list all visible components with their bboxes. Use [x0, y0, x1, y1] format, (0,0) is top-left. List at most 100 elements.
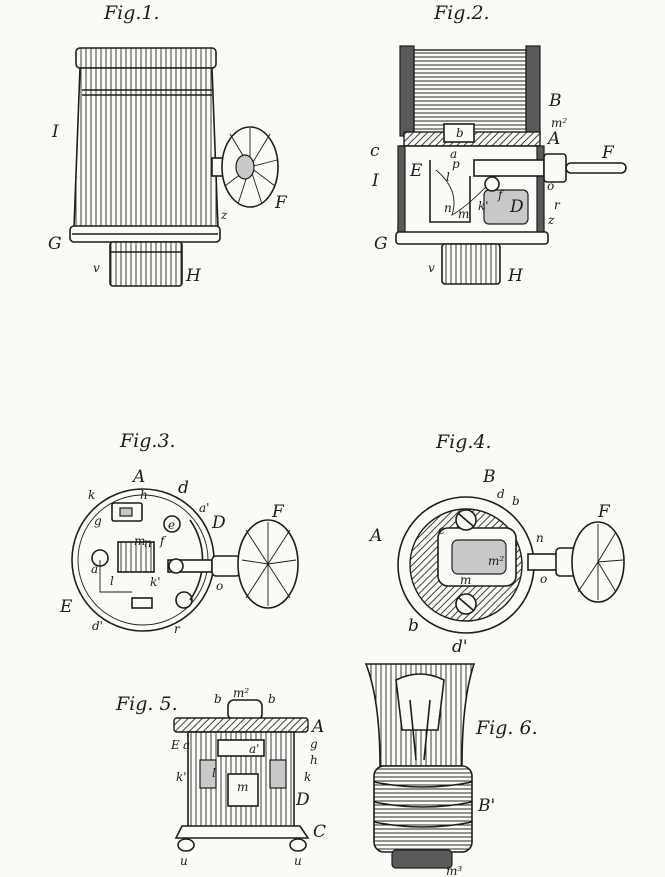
fig4-label-F: F — [597, 502, 611, 522]
fig4-label-A: A — [368, 526, 382, 546]
fig2-label-G: G — [374, 234, 388, 254]
fig5-label-k: k — [304, 770, 311, 784]
fig5-label-b-left: b — [214, 692, 222, 706]
fig1-shell-body — [73, 67, 219, 229]
figure-3: Fig.3. A k h d a' D F g e a n — [59, 430, 299, 636]
fig3-label-h: h — [140, 488, 148, 502]
fig3-title: Fig.3. — [119, 430, 176, 452]
fig2-label-m: m — [458, 207, 469, 221]
fig3-label-A: A — [131, 467, 145, 487]
fig5-title: Fig. 5. — [115, 693, 178, 715]
fig5-label-C: C — [313, 822, 326, 842]
fig3-label-m: m — [134, 534, 145, 548]
fig2-label-k-prime: k' — [478, 199, 489, 213]
fig4-label-d-prime: d' — [452, 637, 468, 657]
fig3-switch-block — [117, 541, 155, 573]
fig6-label-m3: m³ — [446, 864, 462, 877]
fig4-contact-plate — [451, 539, 507, 575]
fig1-cap-ring — [75, 47, 217, 69]
fig3-label-d: d — [178, 478, 189, 498]
fig1-label-z: z — [220, 208, 228, 222]
fig3-label-a-prime: a' — [199, 501, 209, 515]
fig1-label-v: v — [93, 261, 100, 275]
fig3-label-F: F — [271, 502, 285, 522]
fig2-label-E: E — [409, 161, 423, 181]
fig3-label-o: o — [216, 579, 223, 593]
fig5-label-l: l — [212, 766, 216, 780]
fig3-label-g: g — [94, 514, 102, 528]
fig4-label-d: d — [497, 487, 505, 501]
fig2-key-spindle — [473, 159, 545, 177]
fig1-label-H: H — [185, 266, 202, 286]
fig3-label-l: l — [110, 574, 114, 588]
fig2-label-f: f — [497, 188, 505, 202]
fig1-label-F: F — [274, 193, 288, 213]
fig2-label-b: b — [456, 126, 464, 140]
fig4-label-m: m — [460, 573, 471, 587]
fig2-nipple — [441, 243, 501, 285]
fig2-label-v: v — [428, 261, 435, 275]
fig5-top-plate — [173, 717, 309, 733]
fig1-nipple — [109, 241, 183, 287]
fig2-label-D: D — [509, 197, 524, 217]
fig3-label-d-prime: d' — [92, 619, 103, 633]
fig5-label-b-right: b — [268, 692, 276, 706]
fig5-label-D: D — [295, 790, 310, 810]
fig2-label-z: z — [547, 213, 555, 227]
fig2-title: Fig.2. — [433, 2, 490, 24]
fig3-label-k: k — [88, 488, 95, 502]
fig2-label-B: B — [548, 91, 562, 111]
fig6-label-B-prime: B' — [477, 796, 495, 816]
fig3-label-a: a — [91, 562, 98, 576]
fig4-label-c: c — [438, 523, 445, 537]
fig2-label-p: p — [452, 157, 460, 171]
fig3-label-e: e — [168, 518, 175, 532]
fig1-title: Fig.1. — [103, 2, 160, 24]
fig5-label-g: g — [310, 737, 318, 751]
fig4-title: Fig.4. — [435, 431, 492, 453]
fig2-label-r: r — [554, 198, 561, 212]
fig3-label-f: f — [159, 534, 167, 548]
fig4-label-b-top: b — [512, 494, 520, 508]
figure-4: Fig.4. B d b F A c n m m² o b d' — [368, 431, 625, 657]
fig5-label-m2: m² — [233, 686, 249, 700]
fig4-label-m2: m² — [488, 554, 504, 568]
fig2-label-o: o — [547, 179, 554, 193]
fig5-label-a: a — [183, 738, 190, 752]
fig6-screw-base — [373, 765, 473, 853]
fig3-label-r: r — [174, 622, 181, 636]
fig6-contact-tip — [391, 849, 453, 869]
figure-6: Fig. 6. B' m³ — [364, 663, 538, 877]
fig2-thread-shell — [413, 49, 527, 135]
fig5-label-u-left: u — [180, 854, 188, 868]
fig2-label-c: c — [370, 141, 380, 161]
fig5-label-h: h — [310, 753, 318, 767]
fig3-label-D: D — [211, 513, 226, 533]
fig4-label-o: o — [540, 572, 547, 586]
fig5-label-k-prime: k' — [176, 770, 187, 784]
fig3-label-E: E — [59, 597, 73, 617]
fig2-label-H: H — [507, 266, 524, 286]
fig2-label-F: F — [601, 143, 615, 163]
fig2-label-I: I — [371, 171, 379, 191]
fig2-label-a: a — [450, 147, 457, 161]
fig5-label-a-prime: a' — [249, 742, 259, 756]
fig5-label-E: E — [170, 738, 180, 752]
fig4-label-B: B — [482, 467, 496, 487]
fig2-label-A: A — [546, 129, 560, 149]
fig3-label-k-prime: k' — [150, 575, 161, 589]
fig3-label-n: n — [144, 536, 152, 550]
fig5-label-m: m — [237, 780, 248, 794]
fig2-label-m2: m² — [551, 116, 567, 130]
fig1-label-I: I — [51, 122, 59, 142]
figure-1: Fig.1. I G F z v H — [48, 2, 288, 287]
fig6-title: Fig. 6. — [475, 717, 538, 739]
fig1-label-G: G — [48, 234, 62, 254]
fig2-label-n: n — [444, 201, 452, 215]
fig4-label-n: n — [536, 531, 544, 545]
fig4-label-b-bottom: b — [408, 616, 419, 636]
fig5-label-u-right: u — [294, 854, 302, 868]
figure-2: Fig.2. B m² A c I E G F a p l f — [370, 2, 627, 286]
fig5-label-A: A — [310, 717, 324, 737]
